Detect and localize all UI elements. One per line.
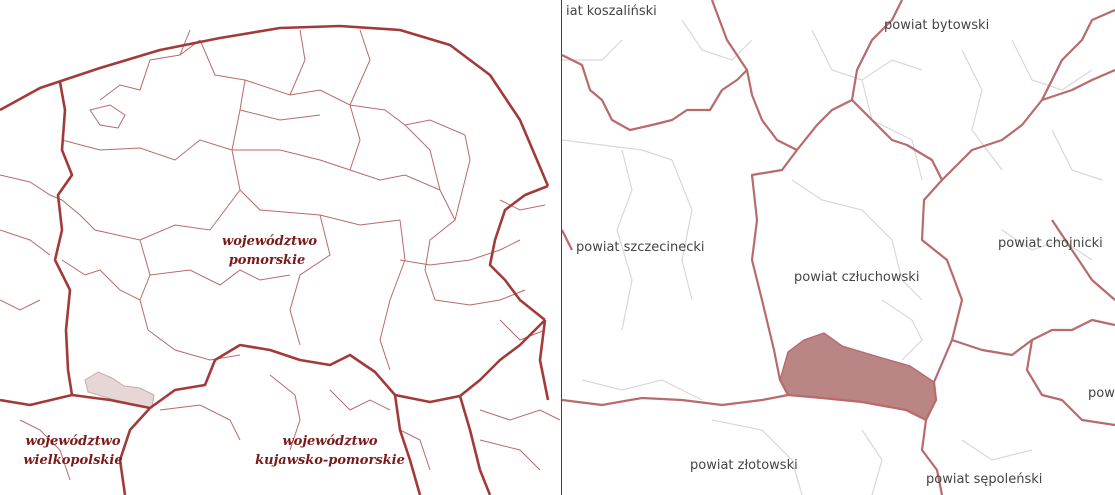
overview-map-panel: województwo pomorskie województwo wielko…: [0, 24, 561, 495]
powiat-borders: [562, 0, 1115, 495]
highlighted-gmina: [779, 332, 937, 421]
label-pow-cut: pow: [1088, 386, 1115, 401]
label-line: wielkopolskie: [23, 453, 123, 468]
gmina-borders: [562, 19, 1103, 495]
label-koszalinski: iat koszaliński: [566, 4, 657, 19]
panel-divider: [561, 0, 562, 495]
label-line: pomorskie: [228, 253, 306, 268]
voivodeship-borders: [0, 24, 550, 495]
label-zlotowski: powiat złotowski: [690, 458, 798, 473]
label-pomorskie: województwo pomorskie: [222, 232, 318, 270]
label-line: województwo: [282, 434, 378, 449]
overview-map-svg: [0, 24, 561, 495]
label-kujawsko-pomorskie: województwo kujawsko-pomorskie: [255, 432, 405, 470]
highlighted-area: [84, 371, 155, 409]
powiat-borders: [0, 29, 561, 481]
label-czluchowski: powiat człuchowski: [794, 270, 920, 285]
label-bytowski: powiat bytowski: [884, 18, 990, 33]
label-line: województwo: [222, 234, 318, 249]
label-line: kujawsko-pomorskie: [255, 453, 405, 468]
label-line: województwo: [25, 434, 121, 449]
detail-map-panel: iat koszaliński powiat bytowski powiat s…: [562, 0, 1115, 495]
label-szczecinecki: powiat szczecinecki: [576, 240, 705, 255]
label-sepolenski: powiat sępoleński: [926, 472, 1043, 487]
detail-map-svg: [562, 0, 1115, 495]
label-wielkopolskie: województwo wielkopolskie: [18, 432, 128, 470]
label-chojnicki: powiat chojnicki: [998, 236, 1103, 251]
